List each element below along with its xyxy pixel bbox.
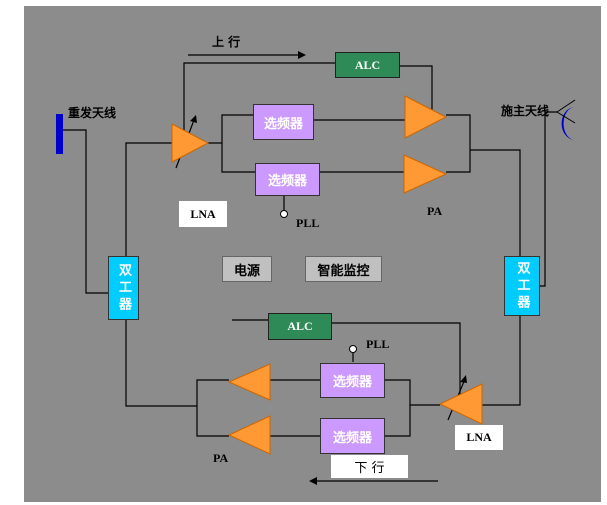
downlink-filter-2: 选频器 <box>320 418 385 454</box>
downlink-pa-2-icon <box>227 415 271 455</box>
downlink-pa-label: PA <box>213 451 229 465</box>
downlink-pll-label: PLL <box>366 337 390 351</box>
diagram-canvas <box>24 6 601 502</box>
uplink-lna-label: LNA <box>179 201 227 227</box>
relay-antenna-label: 重发天线 <box>68 106 117 120</box>
donor-antenna-label: 施主天线 <box>501 104 550 118</box>
downlink-pa-1-icon <box>227 363 271 401</box>
uplink-label: 上 行 <box>212 35 241 49</box>
left-duplexer: 双工器 <box>108 256 139 320</box>
downlink-alc-box: ALC <box>268 313 332 340</box>
pll-indicator-up <box>280 210 288 218</box>
power-box: 电源 <box>222 256 272 282</box>
smart-monitor-box: 智能监控 <box>305 256 382 282</box>
right-duplexer: 双工器 <box>504 256 540 316</box>
downlink-filter-1: 选频器 <box>320 363 385 398</box>
downlink-label: 下 行 <box>331 455 408 478</box>
pll-indicator-down <box>349 345 357 353</box>
uplink-filter-2: 选频器 <box>255 163 320 196</box>
downlink-lna-icon <box>438 383 483 425</box>
relay-antenna-icon <box>56 114 63 154</box>
donor-antenna-icon <box>556 99 576 140</box>
uplink-pa-1-icon <box>404 95 448 139</box>
uplink-pa-2-icon <box>403 154 448 194</box>
uplink-lna-icon <box>171 123 210 163</box>
downlink-lna-label: LNA <box>455 425 503 450</box>
uplink-filter-1: 选频器 <box>253 104 314 140</box>
uplink-alc-box: ALC <box>335 52 400 78</box>
uplink-pa-label: PA <box>427 204 443 218</box>
uplink-pll-label: PLL <box>296 216 320 230</box>
